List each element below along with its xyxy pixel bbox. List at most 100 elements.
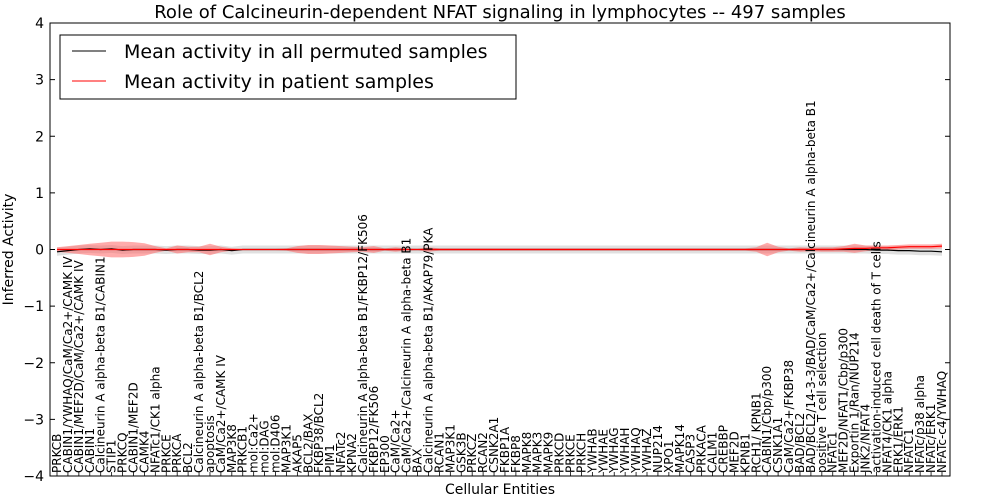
- x-tick-label: Calcineurin A alpha-beta B1/AKAP79/PKA: [421, 227, 435, 473]
- x-tick-label: activation-induced cell death of T cells: [869, 241, 883, 473]
- x-tick-label: PRKCD: [553, 433, 567, 473]
- x-tick-label: Calcineurin A alpha-beta B1/FKBP12/FK506: [356, 214, 370, 473]
- x-tick-label: CABIN1/YWHAQ/CaM/Ca2+/CAMK IV: [61, 256, 75, 473]
- x-tick-label: BAD/BCL2/14-3-3/BAD/CaM/Ca2+/Calcineurin…: [804, 100, 818, 473]
- y-axis: −4 −3 −2 −1 0 1 2 3 4: [23, 16, 950, 485]
- x-tick-label: MAPK14: [673, 424, 687, 473]
- x-tick-label: CaM/Ca2+: [389, 409, 403, 473]
- x-tick-label: CaM/Ca2+/CAMK IV: [214, 354, 228, 473]
- y-tick-label: −2: [23, 356, 44, 372]
- x-tick-label: CaM/Ca2+/FKBP38: [782, 360, 796, 473]
- x-tick-label: KPNB1: [738, 433, 752, 473]
- x-tick-label: BAX: [411, 448, 425, 473]
- x-tick-label: NFATc1: [826, 431, 840, 473]
- x-tick-label: Calcineurin A alpha-beta B1/BCL2: [192, 271, 206, 473]
- x-tick-label: Calcineurin A alpha-beta B1/CABIN1: [94, 256, 108, 473]
- x-tick-label: NFATc/p38 alpha: [913, 375, 927, 473]
- x-tick-label: PIM1: [323, 444, 337, 473]
- y-tick-label: 1: [35, 186, 44, 202]
- x-tick-label: YWHAE: [596, 429, 610, 474]
- y-tick-label: 3: [35, 73, 44, 89]
- x-tick-label: CAMK4: [137, 431, 151, 473]
- x-tick-label: MAP3K1: [443, 424, 457, 473]
- x-tick-label: CABIN1/Cbp/p300: [760, 366, 774, 473]
- x-tick-label: RCAN1: [432, 432, 446, 473]
- x-tick-label: FKBP38/BCL2: [312, 393, 326, 473]
- x-tick-label: mol:D406: [269, 414, 283, 473]
- x-tick-label: PRKCE: [159, 434, 173, 473]
- x-tick-label: positive T cell selection: [815, 333, 829, 473]
- x-tick-label: CABIN1/MEF2D/CaM/Ca2+/CAMK IV: [72, 259, 86, 473]
- x-tick-label: NFATc1/CK1 alpha: [148, 366, 162, 473]
- x-tick-label: AKAP5: [290, 434, 304, 473]
- x-tick-label: CALM1: [706, 432, 720, 473]
- x-tick-label: FKBP8: [509, 435, 523, 473]
- x-tick-label: CABIN1/MEF2D: [126, 382, 140, 473]
- legend-label-patient: Mean activity in patient samples: [124, 71, 434, 93]
- x-tick-label: YWHAZ: [640, 428, 654, 474]
- x-tick-label: mol:Ca2+: [247, 413, 261, 473]
- x-tick-label: NFATc/ERK1: [924, 404, 938, 473]
- x-tick-label: PRKCE: [564, 434, 578, 473]
- x-tick-label: KPNA2: [345, 433, 359, 473]
- x-tick-label: PRKCH: [574, 433, 588, 473]
- x-tick-label: NFATC1: [902, 428, 916, 473]
- x-tick-label: mol:DAG: [258, 420, 272, 473]
- x-tick-label: RCH1/ KPNB1: [749, 392, 763, 473]
- y-tick-label: 2: [35, 129, 44, 145]
- legend-box: [59, 34, 517, 100]
- x-tick-label: MAPK3: [531, 432, 545, 473]
- x-tick-label: BAD/BCL2: [793, 413, 807, 473]
- x-tick-label: FKBP12/FK506: [367, 386, 381, 473]
- x-tick-label: CABIN1: [83, 428, 97, 473]
- x-tick-label: CASP3: [684, 434, 698, 473]
- x-tick-label: PRKCQ: [116, 432, 130, 473]
- x-tick-label: PRKCB: [50, 434, 64, 473]
- x-tick-label: BCL2: [181, 442, 195, 473]
- x-tick-label: apoptosis: [203, 415, 217, 473]
- x-tick-label: CSNK1A1: [771, 417, 785, 473]
- x-tick-label: STIP1: [105, 440, 119, 473]
- x-tick-label: CSNK2A1: [487, 417, 501, 473]
- x-tick-label: MAPK8: [520, 432, 534, 473]
- x-tick-label: JNK2/NFAT4: [859, 404, 873, 474]
- x-tick-label: MAP3K8: [225, 424, 239, 473]
- series-lines: [56, 245, 943, 253]
- x-tick-label: Exportin 1/Ran/NUP214: [848, 332, 862, 473]
- x-tick-label: RCAN2: [476, 432, 490, 473]
- x-tick-label: MAPK9: [542, 432, 556, 473]
- x-tick-label: NFATc-c4/YWHAQ: [935, 371, 949, 473]
- x-axis-label: Cellular Entities: [445, 482, 555, 498]
- x-tick-label: YWHAQ: [629, 427, 643, 474]
- x-tick-label: YWHAB: [585, 428, 599, 474]
- x-tick-label: NUP214: [651, 425, 665, 473]
- y-tick-label: 4: [35, 16, 44, 32]
- x-tick-label: PRKCB1: [236, 426, 250, 473]
- x-tick-label: NFAT4/CK1 alpha: [880, 371, 894, 473]
- y-tick-label: −1: [23, 299, 44, 315]
- x-tick-label: PRKACA: [695, 424, 709, 473]
- x-tick-label: CREBBP: [716, 425, 730, 473]
- chart-title: Role of Calcineurin-dependent NFAT signa…: [154, 2, 846, 23]
- legend: Mean activity in all permuted samples Me…: [59, 34, 517, 100]
- x-tick-label: CaM/Ca2+/Calcineurin A alpha-beta B1: [400, 238, 414, 473]
- x-tick-label: NFATc2: [334, 431, 348, 473]
- x-tick-label: BCL2/BAX: [301, 414, 315, 473]
- x-tick-label: MAP3K1: [279, 424, 293, 473]
- x-tick-label: PRKCZ: [465, 434, 479, 473]
- y-tick-label: −3: [23, 412, 44, 428]
- x-tick-label: YWHAG: [607, 427, 621, 474]
- y-tick-label: 0: [35, 243, 44, 259]
- x-tick-label: FKBP1A: [498, 426, 512, 473]
- x-tick-label: GSK3B: [454, 432, 468, 473]
- x-tick-label: MEF2D/NFAT1/Cbp/p300: [837, 328, 851, 473]
- x-tick-label: YWHAH: [618, 428, 632, 474]
- y-axis-label: Inferred Activity: [1, 194, 17, 306]
- x-tick-label: EP300: [378, 435, 392, 473]
- y-tick-label: −4: [23, 469, 44, 485]
- legend-label-permuted: Mean activity in all permuted samples: [124, 41, 487, 63]
- x-tick-label: MEF2D: [727, 431, 741, 473]
- x-tick-label: XPO1: [662, 440, 676, 473]
